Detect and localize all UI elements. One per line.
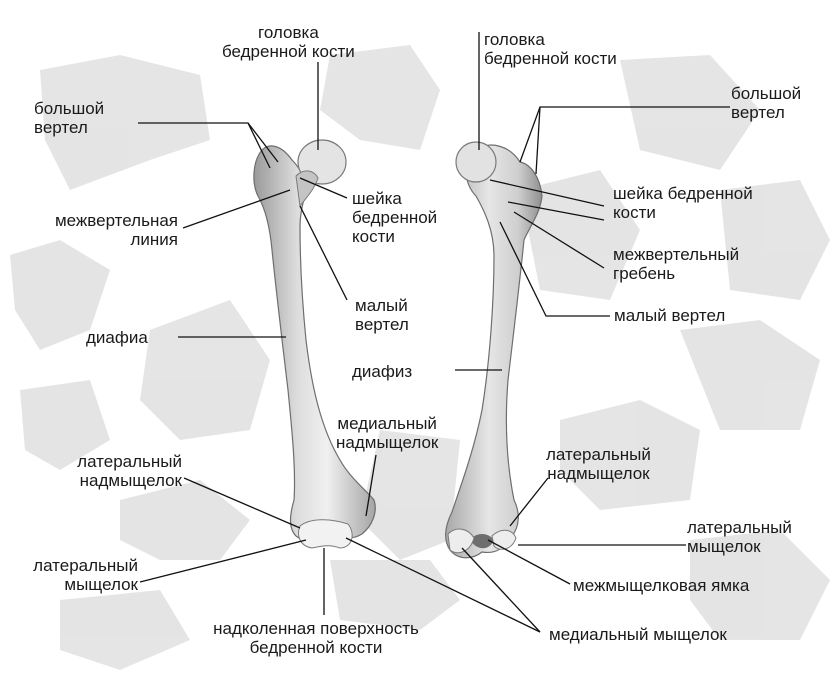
leader-lines bbox=[138, 32, 730, 633]
label-femoral-head-right: головка бедренной кости bbox=[484, 30, 617, 68]
label-greater-trochanter-left: большой вертел bbox=[34, 99, 105, 137]
background-mottle bbox=[10, 45, 830, 670]
femur-posterior-head bbox=[455, 141, 497, 183]
label-intertrochanteric-crest: межвертельный гребень bbox=[613, 245, 740, 283]
label-lateral-epicondyle-right: латеральный надмыщелок bbox=[546, 445, 651, 483]
femur-posterior-intercondylar-fossa bbox=[470, 534, 494, 549]
label-lesser-trochanter-right: малый вертел bbox=[614, 306, 726, 325]
label-femoral-head-left: головка бедренной кости bbox=[222, 23, 355, 61]
femur-posterior bbox=[444, 141, 543, 559]
label-lateral-condyle-left: латеральный мыщелок bbox=[33, 556, 138, 594]
label-lateral-epicondyle-left: латеральный надмыщелок bbox=[77, 452, 182, 490]
femur-anterior-neck bbox=[295, 170, 319, 208]
femur-posterior-body bbox=[444, 144, 543, 559]
label-shaft-right: диафиз bbox=[352, 362, 413, 381]
label-greater-trochanter-right: большой вертел bbox=[731, 84, 802, 122]
femur-anterior-condyles bbox=[298, 519, 353, 549]
femur-anterior bbox=[253, 139, 376, 549]
label-medial-epicondyle-left: медиальный надмыщелок bbox=[336, 414, 439, 452]
label-patellar-surface: надколенная поверхность бедренной кости bbox=[213, 619, 419, 657]
label-lateral-condyle-right: латеральный мыщелок bbox=[687, 518, 792, 556]
label-lesser-trochanter-left: малый вертел bbox=[355, 296, 409, 334]
label-medial-condyle: медиальный мыщелок bbox=[549, 625, 727, 644]
label-shaft-left: диафиа bbox=[86, 328, 148, 347]
label-intertrochanteric-line: межвертельная линия bbox=[54, 211, 178, 249]
label-intercondylar-fossa: межмыщелковая ямка bbox=[573, 576, 750, 595]
label-femoral-neck-left: шейка бедренной кости bbox=[352, 189, 438, 246]
label-femoral-neck-right: шейка бедренной кости bbox=[613, 184, 753, 222]
femur-posterior-condyles bbox=[447, 528, 517, 554]
